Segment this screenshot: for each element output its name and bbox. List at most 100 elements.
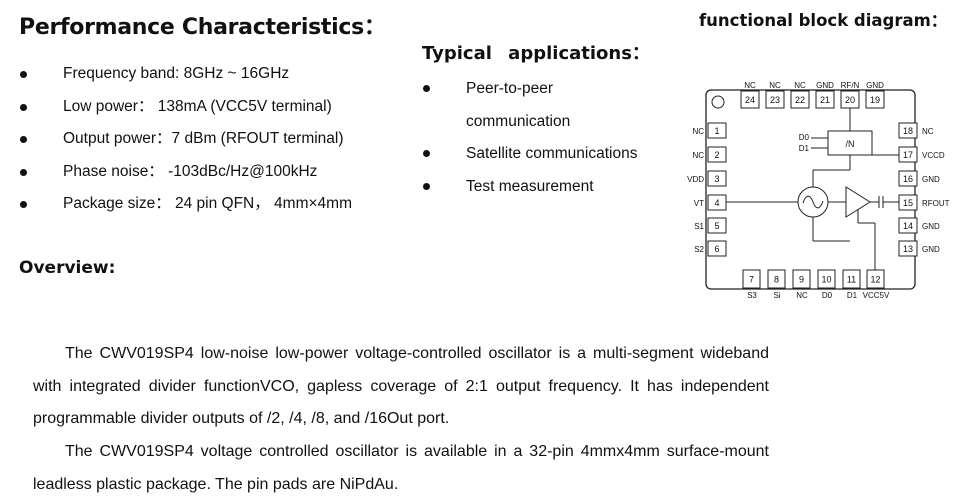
pin-name: RFOUT [922, 199, 950, 208]
pin: 4 VT [694, 194, 727, 211]
pin-number: 6 [714, 244, 719, 254]
block-diagram-title: functional block diagram： [699, 11, 948, 30]
pin-number: 24 [745, 95, 755, 105]
applications-title: Typical applications： [422, 43, 650, 64]
list-item: Frequency band: 8GHz ~ 16GHz [20, 64, 352, 97]
bullet-icon [20, 168, 27, 176]
pin-number: 7 [749, 275, 754, 285]
bullet-icon [20, 201, 27, 209]
pin-number: 16 [903, 174, 913, 184]
pin-name: VT [694, 199, 704, 208]
pin: 3 VDD [687, 170, 727, 187]
pin-pad [898, 170, 918, 187]
pin-pad [707, 217, 727, 234]
list-item: Satellite communications [422, 138, 637, 171]
pin: 22 NC [790, 81, 810, 109]
pin-name: S2 [694, 245, 704, 254]
list-item: communication [422, 106, 637, 139]
overview-title: Overview: [19, 258, 116, 278]
pin-pad [898, 122, 918, 139]
pin-name: GND [866, 81, 884, 90]
pin-pad [707, 170, 727, 187]
list-item: Peer-to-peer [422, 73, 637, 106]
pin-number: 20 [845, 95, 855, 105]
pin-pad [815, 90, 835, 109]
pin-pad [790, 90, 810, 109]
pin-number: 17 [903, 150, 913, 160]
performance-title: Performance Characteristics： [19, 15, 386, 40]
pin-number: 13 [903, 244, 913, 254]
pin-number: 3 [714, 174, 719, 184]
pin1-marker-icon [711, 95, 725, 109]
pin-number: 22 [795, 95, 805, 105]
pin-pad [765, 90, 785, 109]
pin-name: GND [922, 245, 940, 254]
pin-pad [707, 146, 727, 163]
application-item: Test measurement [466, 177, 594, 195]
pin-pad [740, 90, 760, 109]
performance-item: Package size： 24 pin QFN， 4mm×4mm [63, 195, 352, 213]
amplifier-icon [845, 186, 871, 218]
pin: 13 GND [898, 240, 940, 257]
pin: 8Si [767, 269, 786, 300]
pin-pad [817, 269, 836, 289]
pin-number: 4 [714, 198, 719, 208]
pin-name: NC [796, 291, 808, 300]
divider-input-d0: D0 [799, 133, 810, 142]
pin-name: NC [692, 127, 704, 136]
applications-list: Peer-to-peer communication Satellite com… [422, 73, 637, 203]
pin-layer: 24NC23NC22NC21GND20RF/N19GND1NC2NC3VDD4V… [687, 81, 950, 300]
pin-number: 9 [799, 275, 804, 285]
pin-number: 21 [820, 95, 830, 105]
pin-name: RF/N [841, 81, 860, 90]
overview-paragraph-1: The CWV019SP4 low-noise low-power voltag… [33, 345, 769, 428]
performance-item: Phase noise： -103dBc/Hz@100kHz [63, 162, 318, 180]
pin: 5 S1 [694, 217, 727, 234]
pin-number: 19 [870, 95, 880, 105]
performance-list: Frequency band: 8GHz ~ 16GHz Low power： … [20, 64, 352, 227]
pin-name: NC [794, 81, 806, 90]
pin-number: 18 [903, 126, 913, 136]
pin-number: 10 [821, 275, 831, 285]
pin-pad [742, 269, 761, 289]
pin: 7S3 [742, 269, 761, 300]
pin-number: 5 [714, 221, 719, 231]
pin-pad [792, 269, 811, 289]
pin-name: Si [773, 291, 780, 300]
pin: 1NC [692, 122, 727, 139]
bullet-icon [423, 150, 430, 158]
pin-name: GND [816, 81, 834, 90]
pin-name: D0 [822, 291, 833, 300]
pin-pad [707, 240, 727, 257]
pin: 6 S2 [694, 240, 727, 257]
pin-name: S1 [694, 222, 704, 231]
pin-number: 23 [770, 95, 780, 105]
bullet-icon [423, 182, 430, 190]
pin: 20 RF/N [840, 81, 860, 109]
pin-name: D1 [847, 291, 858, 300]
bullet-icon [20, 71, 27, 78]
pin-name: VDD [687, 175, 704, 184]
list-item: Test measurement [422, 171, 637, 204]
application-item: Peer-to-peer [466, 80, 554, 97]
pin-name: NC [692, 151, 704, 160]
divider-label: /N [846, 139, 855, 149]
pin-pad [842, 269, 861, 289]
pin: 2NC [692, 146, 727, 163]
pin-name: NC [769, 81, 781, 90]
pin-pad [865, 90, 885, 109]
list-item: Output power：7 dBm (RFOUT terminal) [20, 129, 352, 162]
performance-item: Low power： 138mA (VCC5V terminal) [63, 97, 332, 115]
pin: 21 GND [815, 81, 835, 109]
pin: 9NC [792, 269, 811, 300]
performance-item: Frequency band: 8GHz ~ 16GHz [63, 65, 290, 82]
pin: 19 GND [865, 81, 885, 109]
list-item: Phase noise： -103dBc/Hz@100kHz [20, 162, 352, 195]
